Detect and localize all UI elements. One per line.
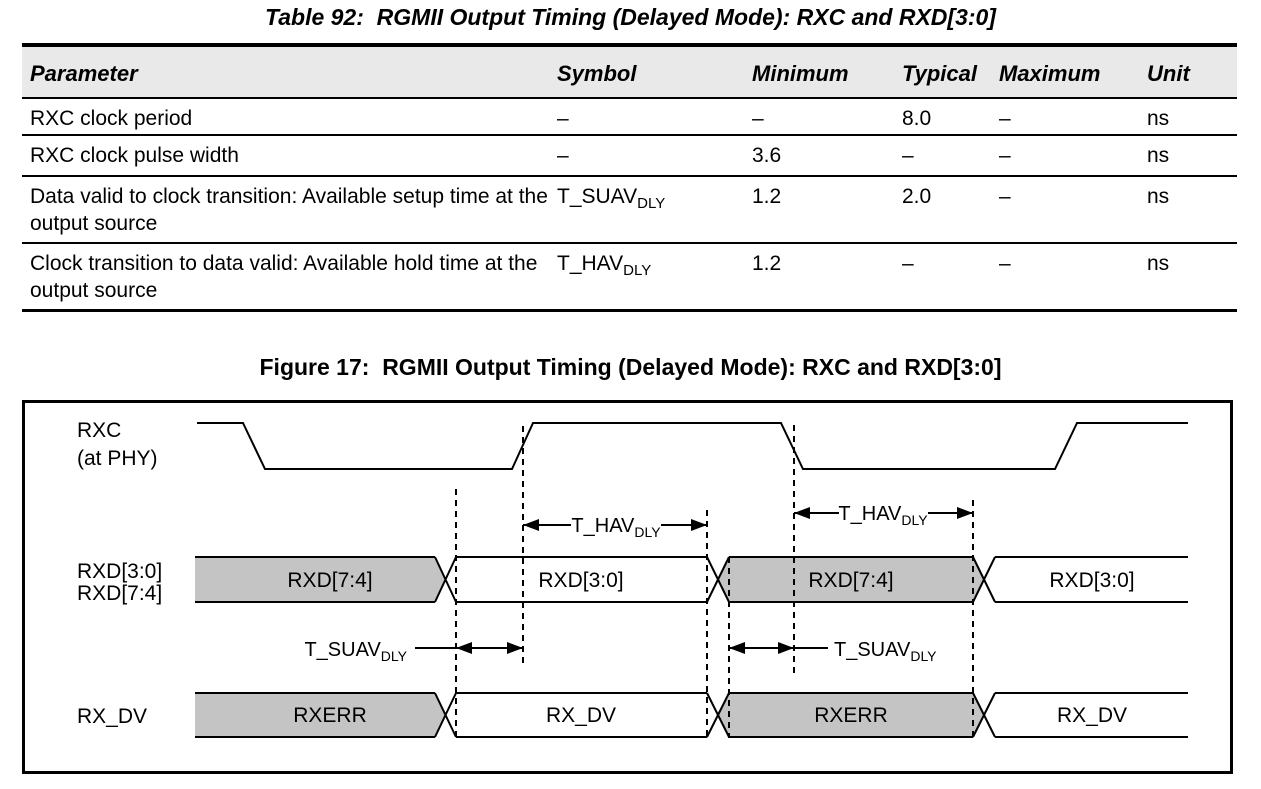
rxd74-signal-label: RXD[7:4] bbox=[77, 582, 162, 605]
cell-unit: ns bbox=[1147, 252, 1170, 275]
col-header-maximum: Maximum bbox=[999, 61, 1101, 86]
bus-segment-label: RXD[7:4] bbox=[808, 569, 893, 592]
cell-symbol: T_HAVDLY bbox=[557, 252, 652, 280]
col-header-parameter: Parameter bbox=[30, 61, 138, 86]
bus-segment-label: RXD[3:0] bbox=[538, 569, 623, 592]
bus-segment-fill bbox=[718, 557, 984, 602]
cell-typical: 8.0 bbox=[902, 107, 932, 130]
cell-symbol: – bbox=[557, 107, 569, 130]
col-header-symbol: Symbol bbox=[557, 61, 637, 86]
dv-segment-label: RXERR bbox=[293, 704, 367, 727]
cell-symbol: – bbox=[557, 144, 569, 167]
arrow-left-icon bbox=[729, 642, 745, 654]
figure-title: Figure 17: RGMII Output Timing (Delayed … bbox=[259, 354, 1002, 380]
rxdv-bus-outline bbox=[195, 692, 1188, 738]
arrow-left-icon bbox=[523, 519, 539, 531]
t-suav-label-2: T_SUAVDLY bbox=[834, 639, 937, 664]
rxd30-signal-label: RXD[3:0] bbox=[77, 560, 162, 583]
cell-maximum: – bbox=[999, 107, 1011, 130]
t-hav-label-1: T_HAVDLY bbox=[571, 515, 661, 540]
cell-parameter: RXC clock period bbox=[30, 107, 193, 130]
col-header-minimum: Minimum bbox=[752, 61, 849, 86]
table-title: Table 92: RGMII Output Timing (Delayed M… bbox=[265, 4, 996, 30]
arrow-left-icon bbox=[794, 507, 810, 519]
cell-parameter: RXC clock pulse width bbox=[30, 144, 239, 167]
table-header-row: Parameter Symbol Minimum Typical Maximum… bbox=[22, 47, 1237, 99]
col-header-unit: Unit bbox=[1147, 61, 1190, 86]
cell-minimum: – bbox=[752, 107, 764, 130]
dv-segment-fill bbox=[195, 693, 446, 737]
rxc-clock-waveform bbox=[197, 422, 1188, 470]
cell-unit: ns bbox=[1147, 144, 1170, 167]
rxc-signal-label: RXC bbox=[77, 419, 121, 442]
cell-minimum: 1.2 bbox=[752, 252, 782, 275]
cell-parameter: Clock transition to data valid: Availabl… bbox=[30, 252, 538, 302]
cell-maximum: – bbox=[999, 144, 1011, 167]
rxd-bus-outline bbox=[195, 556, 1188, 603]
cell-typical: – bbox=[902, 252, 914, 275]
arrow-right-icon bbox=[691, 519, 707, 531]
arrow-left-icon bbox=[456, 642, 472, 654]
arrow-right-icon bbox=[507, 642, 523, 654]
rxdv-signal-label: RX_DV bbox=[77, 705, 147, 728]
cell-unit: ns bbox=[1147, 107, 1170, 130]
dv-segment-label: RX_DV bbox=[546, 704, 616, 727]
arrow-right-icon bbox=[957, 507, 973, 519]
cell-minimum: 1.2 bbox=[752, 185, 782, 208]
figure-border bbox=[22, 400, 1233, 774]
timing-diagram-svg: T_HAVDLY T_HAVDLY T_SUAVDLY T_SUAVDLY RX… bbox=[22, 400, 1233, 774]
rxc-at-phy-label: (at PHY) bbox=[77, 447, 158, 470]
timing-table: Parameter Symbol Minimum Typical Maximum… bbox=[22, 43, 1237, 312]
dv-segment-fill bbox=[718, 693, 984, 737]
cell-typical: – bbox=[902, 144, 914, 167]
t-suav-label-1: T_SUAVDLY bbox=[304, 639, 407, 664]
cell-minimum: 3.6 bbox=[752, 144, 782, 167]
dv-segment-label: RX_DV bbox=[1057, 704, 1127, 727]
cell-typical: 2.0 bbox=[902, 185, 932, 208]
table-row: Data valid to clock transition: Availabl… bbox=[22, 177, 1237, 244]
t-hav-label-2: T_HAVDLY bbox=[838, 503, 928, 528]
arrow-right-icon bbox=[778, 642, 794, 654]
cell-maximum: – bbox=[999, 185, 1011, 208]
table-row: RXC clock period – – 8.0 – ns bbox=[22, 99, 1237, 136]
bus-segment-fill bbox=[195, 557, 446, 602]
timing-diagram-figure: T_HAVDLY T_HAVDLY T_SUAVDLY T_SUAVDLY RX… bbox=[22, 400, 1233, 775]
col-header-typical: Typical bbox=[902, 61, 977, 86]
cell-parameter: Data valid to clock transition: Availabl… bbox=[30, 185, 548, 235]
bus-segment-label: RXD[7:4] bbox=[287, 569, 372, 592]
cell-maximum: – bbox=[999, 252, 1011, 275]
bus-segment-label: RXD[3:0] bbox=[1049, 569, 1134, 592]
cell-symbol: T_SUAVDLY bbox=[557, 185, 666, 213]
dv-segment-label: RXERR bbox=[814, 704, 888, 727]
cell-unit: ns bbox=[1147, 185, 1170, 208]
table-row: RXC clock pulse width – 3.6 – – ns bbox=[22, 136, 1237, 177]
table-row: Clock transition to data valid: Availabl… bbox=[22, 244, 1237, 309]
